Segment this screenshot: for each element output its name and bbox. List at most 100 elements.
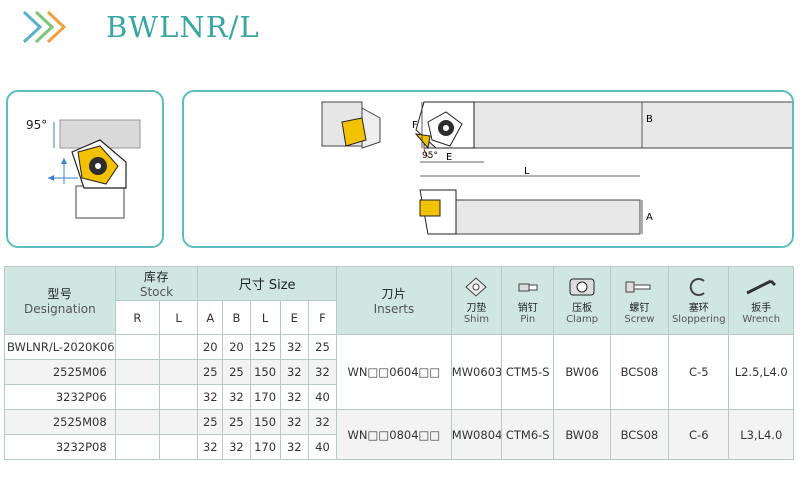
size-e-cell: 32 [279,334,309,360]
size-b-cell: 20 [222,334,251,360]
designation-cell: 3232P06 [4,384,116,410]
table-row: 3232P08 32 32 170 32 40 [4,434,794,460]
shim-cn: 刀垫 [466,302,487,314]
designation-cell: BWLNR/L-2020K06 [4,334,116,360]
screw-cn: 螺钉 [629,302,650,314]
designation-cell: 2525M08 [4,409,116,435]
stopper-ring-icon [689,277,705,296]
angle-diagram [48,119,141,219]
wrench-en: Wrench [742,313,781,325]
approach-angle-label: 95° [26,118,48,132]
screw-header: 螺钉 Screw [609,266,670,335]
stock-l-cell [158,409,199,435]
size-e-cell: 32 [279,434,309,460]
stopper-en: Sloppering [671,313,726,325]
insert-cell: WN□□0604□□ [336,334,452,410]
stock-l-cell [158,434,199,460]
spec-table: 型号 Designation 库存 Stock 尺寸 Size 刀片 Inser… [4,266,794,460]
size-b-cell: 32 [222,434,251,460]
dim-L-label: L [524,166,530,177]
designation-cell: 2525M06 [4,359,116,385]
screw-en: Screw [624,313,655,325]
shim-icon [465,276,488,297]
stopper-cell: C-5 [668,334,730,410]
size-header: 尺寸 Size [197,266,338,301]
wrench-icon [746,279,777,294]
size-a-cell: 25 [197,359,224,385]
tool-holder-drawing: F B E L 95° A [321,101,792,235]
stock-r-cell [114,434,160,460]
stock-l-cell [158,384,199,410]
dimension-drawing-panel: F B E L 95° A [182,90,794,248]
pin-cn: 销钉 [517,302,538,314]
stock-r-cell [114,384,160,410]
dim-F-label: F [412,120,418,131]
shim-en: Shim [463,313,490,325]
pin-en: Pin [520,313,536,325]
pin-cell: CTM5-S [501,334,555,410]
pin-cell: CTM6-S [501,409,555,460]
stock-cn: 库存 [143,270,169,284]
size-b-cell: 32 [222,384,251,410]
inserts-header: 刀片 Inserts [336,266,452,335]
stock-en: Stock [139,285,174,299]
size-l-cell: 170 [249,384,281,410]
table-row: 2525M08 25 25 150 32 32 WN□□0804□□ MW080… [4,409,794,460]
clamp-en: Clamp [566,313,599,325]
size-l-cell: 170 [249,434,281,460]
double-chevron-icon [22,10,67,44]
size-e-cell: 32 [279,359,309,385]
size-f-cell: 40 [307,434,338,460]
size-f-cell: 32 [307,409,338,435]
designation-cell: 3232P08 [4,434,116,460]
size-a-cell: 32 [197,384,224,410]
page-title: BWLNR/L [106,10,260,44]
stock-l-header: L [158,300,199,335]
dim-B-label: B [646,114,653,125]
stopper-header: 塞环 Sloppering [668,266,730,335]
angle-95-mark: 95° [422,151,438,161]
size-e-header: E [279,300,309,335]
screw-icon [625,281,651,292]
inserts-en: Inserts [373,302,415,316]
clamp-cell: BW06 [553,334,611,410]
size-l-cell: 150 [249,359,281,385]
size-f-cell: 40 [307,384,338,410]
stock-r-header: R [114,300,160,335]
size-e-cell: 32 [279,409,309,435]
stock-l-cell [158,359,199,385]
table-row: 3232P06 32 32 170 32 40 [4,384,794,410]
inserts-cn: 刀片 [381,287,407,301]
stopper-cell: C-6 [668,409,730,460]
pin-icon [518,283,538,291]
size-l-header: L [249,300,281,335]
wrench-cell: L2.5,L4.0 [728,334,794,410]
size-f-cell: 25 [307,334,338,360]
dim-A-label: A [646,212,653,223]
clamp-cell: BW08 [553,409,611,460]
size-b-cell: 25 [222,359,251,385]
clamp-icon [569,278,595,295]
size-b-header: B [222,300,251,335]
stock-r-cell [114,359,160,385]
pin-header: 销钉 Pin [501,266,555,335]
clamp-cn: 压板 [572,302,593,314]
stock-r-cell [114,409,160,435]
clamp-header: 压板 Clamp [553,266,611,335]
shim-cell: MW0603 [450,334,503,410]
size-f-header: F [307,300,338,335]
shim-cell: MW0804 [450,409,503,460]
size-a-cell: 20 [197,334,224,360]
size-f-cell: 32 [307,359,338,385]
screw-cell: BCS08 [609,334,670,410]
insert-cell: WN□□0804□□ [336,409,452,460]
size-l-cell: 125 [249,334,281,360]
shim-header: 刀垫 Shim [450,266,503,335]
angle-diagram-panel: 95° [6,90,164,248]
size-e-cell: 32 [279,384,309,410]
wrench-cell: L3,L4.0 [728,409,794,460]
wrench-header: 扳手 Wrench [728,266,794,335]
size-l-cell: 150 [249,409,281,435]
stock-r-cell [114,334,160,360]
dim-E-label: E [446,152,452,163]
